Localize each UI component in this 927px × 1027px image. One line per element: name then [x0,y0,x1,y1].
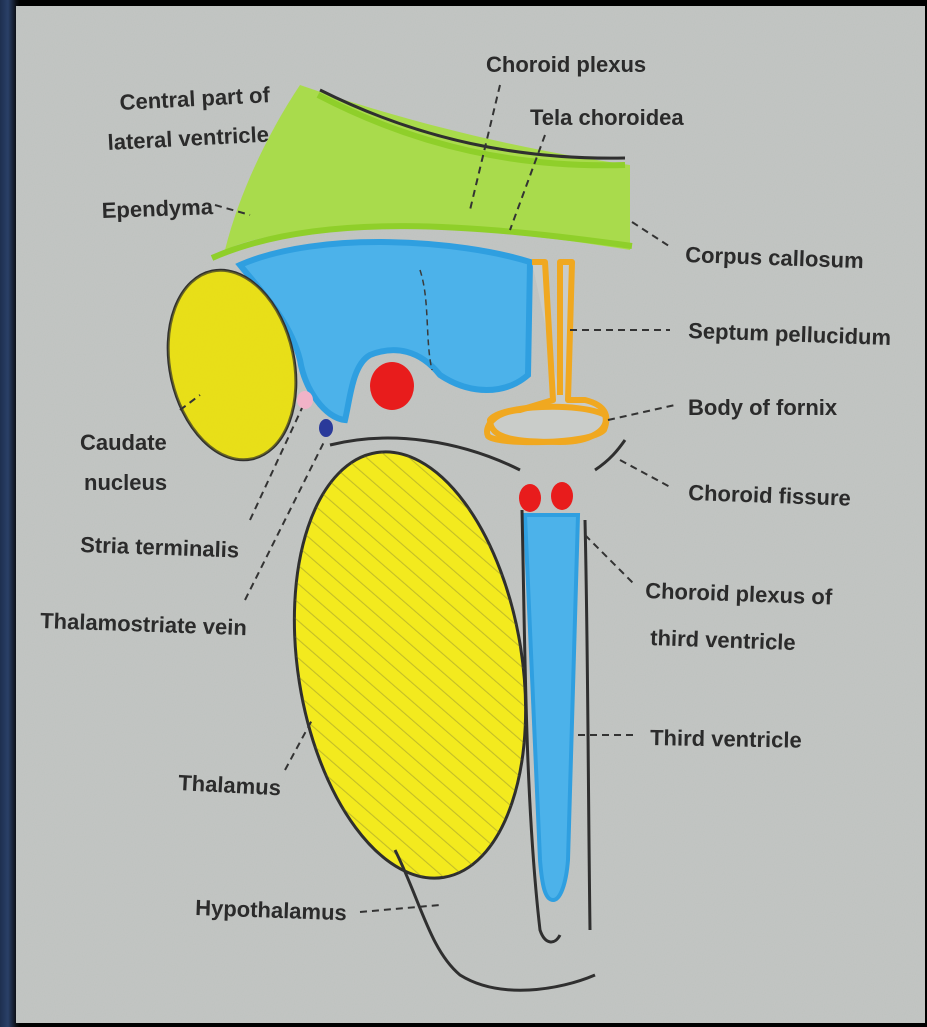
thalamostriate-vein [319,419,333,437]
label-body-of-fornix: Body of fornix [688,395,838,420]
choroid-plexus [370,362,414,410]
label-ependyma: Ependyma [101,194,214,223]
stria-terminalis [297,391,313,409]
label-hypothalamus: Hypothalamus [195,895,347,925]
label-caudate-line2: nucleus [84,470,167,495]
choroid-plexus-third-ventricle-left [519,484,541,512]
choroid-plexus-third-ventricle-right [551,482,573,510]
label-choroid-plexus: Choroid plexus [486,52,646,77]
label-caudate-line1: Caudate [80,430,167,455]
label-tela-choroidea: Tela choroidea [530,105,684,130]
label-choroid-plexus-third-line2: third ventricle [650,625,796,655]
label-third-ventricle: Third ventricle [650,725,802,753]
